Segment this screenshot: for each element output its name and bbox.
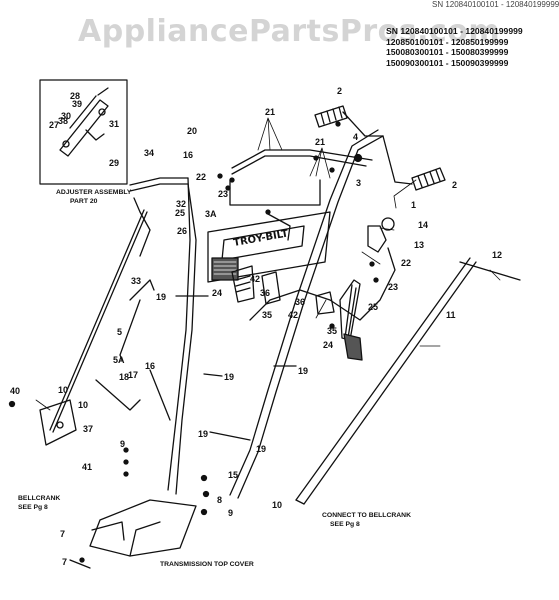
part-label-19: 19: [156, 292, 166, 302]
part-label-16: 16: [183, 150, 193, 160]
part-label-2: 2: [337, 86, 342, 96]
part-label-18: 18: [119, 372, 129, 382]
inset-caption-line-2: PART 20: [70, 198, 98, 205]
part-label-25: 25: [368, 302, 378, 312]
part-label-42: 42: [250, 274, 260, 284]
part-label-20: 20: [187, 126, 197, 136]
cable-11: [295, 257, 521, 505]
part-label-19: 19: [198, 429, 208, 439]
brand-logo: TROY-BILT: [233, 228, 290, 248]
part-label-4: 4: [353, 132, 358, 142]
transmission-callout: TRANSMISSION TOP COVER: [160, 561, 254, 568]
part-label-1: 1: [411, 200, 416, 210]
part-label-30: 30: [61, 111, 71, 121]
part-label-8: 8: [217, 495, 222, 505]
part-label-29: 29: [109, 158, 119, 168]
part-label-22: 22: [196, 172, 206, 182]
part-label-12: 12: [492, 250, 502, 260]
part-label-5: 5: [117, 327, 122, 337]
part-label-35: 35: [262, 310, 272, 320]
panel-levers: [231, 265, 335, 315]
bellcrank-callout-line-2: SEE Pg 8: [18, 504, 48, 511]
part-label-7: 7: [62, 557, 67, 567]
part-label-42: 42: [288, 310, 298, 320]
part-label-23: 23: [218, 189, 228, 199]
connect-callout-line-1: CONNECT TO BELLCRANK: [322, 512, 411, 519]
watermark-text: AppliancePartsPros.com: [78, 14, 501, 49]
connect-callout-line-2: SEE Pg 8: [330, 521, 360, 528]
cable-19: [175, 295, 297, 441]
part-label-15: 15: [228, 470, 238, 480]
part-label-41: 41: [82, 462, 92, 472]
part-label-32: 32: [176, 199, 186, 209]
serial-range-3: 150080300101 - 150080399999: [386, 47, 509, 58]
serial-range-2: 120850100101 - 120850199999: [386, 36, 509, 47]
part-label-26: 26: [177, 226, 187, 236]
part-label-38: 38: [58, 116, 68, 126]
bellcrank-callout-line-1: BELLCRANK: [18, 495, 60, 502]
part-label-11: 11: [446, 310, 456, 320]
part-label-34: 34: [144, 148, 154, 158]
part-label-10: 10: [272, 500, 282, 510]
part-label-10: 10: [78, 400, 88, 410]
control-panel: [207, 211, 331, 283]
transmission-top-cover: [69, 499, 197, 569]
cropped-serial-line: SN 120840100101 - 120840199999: [432, 0, 559, 9]
part-label-24: 24: [212, 288, 222, 298]
part-label-2: 2: [452, 180, 457, 190]
part-label-9: 9: [120, 439, 125, 449]
handlebar-frame: [129, 105, 446, 499]
part-label-19: 19: [224, 372, 234, 382]
leader-lines: [35, 117, 501, 411]
part-label-19: 19: [298, 366, 308, 376]
part-label-10: 10: [58, 385, 68, 395]
part-label-33: 33: [131, 276, 141, 286]
part-label-13: 13: [414, 240, 424, 250]
shift-lever: [249, 217, 396, 361]
part-label-14: 14: [418, 220, 428, 230]
control-rods: [39, 197, 171, 446]
part-label-27: 27: [49, 120, 59, 130]
part-label-21: 21: [315, 137, 325, 147]
serial-range-4: 150090300101 - 150090399999: [386, 57, 509, 68]
part-label-36: 36: [260, 288, 270, 298]
fasteners: [8, 121, 379, 563]
part-label-35: 35: [327, 326, 337, 336]
part-label-36: 36: [295, 297, 305, 307]
part-label-9: 9: [228, 508, 233, 518]
serial-ranges: SN 120840100101 - 120840199999 120850100…: [386, 26, 523, 68]
part-label-3: 3: [356, 178, 361, 188]
part-label-16: 16: [145, 361, 155, 371]
part-label-37: 37: [83, 424, 93, 434]
adjuster-assembly-inset: [39, 79, 128, 185]
part-label-39: 39: [72, 99, 82, 109]
serial-range-1: SN 120840100101 - 120840199999: [386, 26, 523, 36]
parts-diagram: TROY-BILT ADJUSTER ASSEMBLY PART 20 BELL…: [8, 79, 521, 569]
part-label-28: 28: [70, 91, 80, 101]
part-label-31: 31: [109, 119, 119, 129]
part-label-25: 25: [175, 208, 185, 218]
part-label-40: 40: [10, 386, 20, 396]
part-label-21: 21: [265, 107, 275, 117]
part-label-22: 22: [401, 258, 411, 268]
part-label-3a: 3A: [205, 209, 217, 219]
part-label-19: 19: [256, 444, 266, 454]
part-label-23: 23: [388, 282, 398, 292]
inset-caption-line-1: ADJUSTER ASSEMBLY: [56, 189, 132, 196]
part-label-17: 17: [128, 370, 138, 380]
part-label-7: 7: [60, 529, 65, 539]
part-label-24: 24: [323, 340, 333, 350]
part-number-labels: 1 2 2 3 3A 4 5 5A 7 7 8 9 9 10 10 10 11 …: [10, 86, 502, 567]
part-label-5a: 5A: [113, 355, 125, 365]
